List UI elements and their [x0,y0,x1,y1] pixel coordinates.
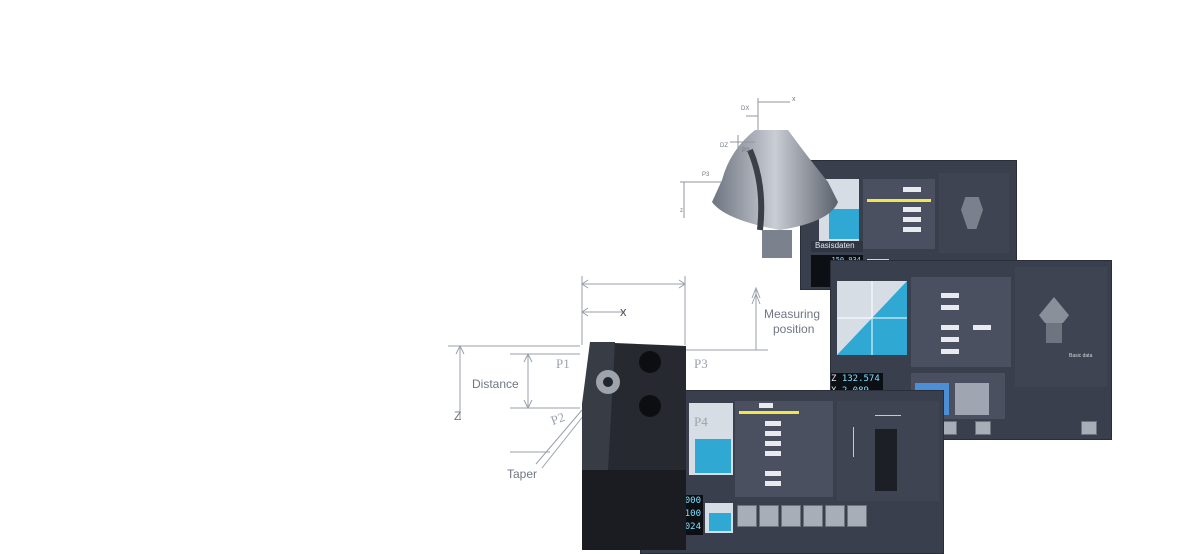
input-field[interactable] [941,349,959,354]
params-panel [911,277,1011,367]
input-field[interactable] [903,187,921,192]
input-field[interactable] [973,325,991,330]
measuring-label-line2: position [773,322,815,336]
softkey[interactable] [759,505,779,527]
corner-p3-label: P3 [702,172,710,178]
softkey[interactable] [803,505,823,527]
point-p3-label: P3 [694,356,708,371]
input-field[interactable] [941,325,959,330]
input-field[interactable] [903,217,921,222]
chamfer-tool-thumb-icon [1039,297,1069,323]
screw-hole-icon [639,395,661,417]
chamfer-shank-icon [1046,323,1062,343]
thumb-dim-line [853,427,854,457]
softkey[interactable] [975,421,991,435]
softkey[interactable] [847,505,867,527]
input-field[interactable] [941,305,959,310]
softkey[interactable] [737,505,757,527]
tool-image-panel: Basic data [1015,267,1107,387]
x-dimension-label: x [620,304,627,319]
corner-dx-label: DX [741,106,750,112]
small-plot [705,503,733,533]
thumb-dim-line [875,415,901,416]
taper-label: Taper [507,467,538,481]
tab-basisdaten[interactable]: Basisdaten [811,241,863,252]
corner-x-label: x [792,96,796,103]
tab-label: Basisdaten [815,241,855,250]
screen-preview [837,281,907,355]
basic-data-label: Basic data [1069,353,1093,359]
tool-shank-shape [762,230,792,258]
softkey-row [737,505,937,529]
input-field[interactable] [765,471,781,476]
input-field[interactable] [765,481,781,486]
preview-diagonal-plot [837,281,907,355]
cnc-screen-front: 190.000 12.100 180.024 [640,390,944,554]
option-pattern[interactable] [955,383,989,415]
z-axis-label: Z [454,409,462,423]
corner-p2-label: P2 [742,148,750,154]
screw-hole-icon [639,351,661,373]
axis-z: Z [831,374,837,384]
input-field[interactable] [765,421,781,426]
corner-tool-thumb-icon [961,197,983,229]
point-p1-label: P1 [556,356,570,371]
input-field[interactable] [941,293,959,298]
input-field[interactable] [941,337,959,342]
boring-bar-shank [582,470,686,550]
tool-image-panel [837,401,939,501]
measuring-label-line1: Measuring [764,307,821,321]
input-field[interactable] [903,207,921,212]
boring-bar-dimension-diagram [448,276,768,550]
boring-tool-thumb-icon [875,429,897,491]
tool-image-panel [939,173,1009,253]
corner-z-label: z [680,208,683,214]
preview-plot [829,209,859,239]
input-field[interactable] [765,441,781,446]
params-panel [863,179,935,249]
input-field[interactable] [759,403,773,408]
tool-body-shape [712,130,838,230]
preview-plot [695,439,731,473]
input-field[interactable] [765,431,781,436]
corner-rounding-tool-illustration [680,98,838,258]
point-p4-label: P4 [694,414,708,429]
small-plot-fill [709,513,731,531]
corner-dz-label: DZ [720,143,728,149]
input-field[interactable] [765,451,781,456]
softkey-row [941,421,1101,435]
softkey[interactable] [825,505,845,527]
active-field-bar [739,411,799,414]
softkey[interactable] [781,505,801,527]
distance-label: Distance [472,377,519,391]
active-field-bar [867,199,931,202]
softkey[interactable] [1081,421,1097,435]
readout-value: 132.574 [841,374,880,384]
params-panel [735,401,833,497]
screen-preview [689,403,733,475]
input-field[interactable] [903,227,921,232]
